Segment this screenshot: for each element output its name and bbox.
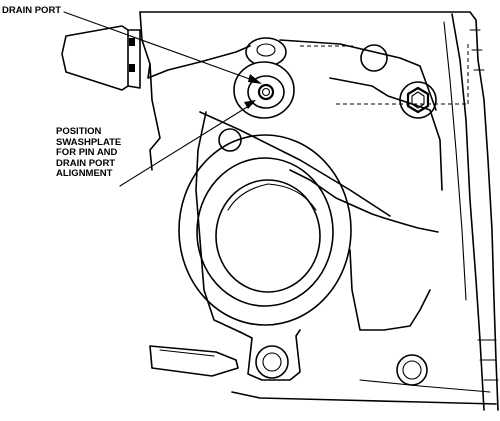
drain-port-hole bbox=[257, 83, 275, 101]
arm-pivot-boss bbox=[255, 345, 289, 379]
hex-plug-outer bbox=[399, 81, 437, 119]
mid-ledge bbox=[329, 77, 443, 191]
housing-outer-frame bbox=[139, 11, 499, 411]
drain-port-hole-inner bbox=[261, 87, 271, 97]
bore-flange-mid bbox=[196, 157, 334, 307]
callout-line: SWASHPLATE bbox=[56, 136, 122, 148]
drain-port-callout: DRAIN PORT bbox=[2, 5, 62, 16]
housing-diagonal bbox=[199, 111, 391, 217]
lower-body-right bbox=[349, 249, 431, 331]
callout-line: FOR PIN AND bbox=[56, 147, 118, 158]
housing-right-edge-line bbox=[443, 21, 467, 301]
upper-body-left bbox=[149, 63, 161, 171]
drain-port-ring bbox=[247, 75, 285, 109]
position-leader bbox=[119, 103, 253, 187]
housing-hatch-marks bbox=[469, 29, 499, 381]
lower-right-boss-inner bbox=[402, 360, 422, 380]
lower-right-boss bbox=[396, 354, 428, 386]
bore-inner-shadow bbox=[227, 183, 317, 211]
position-swashplate-callout: POSITION SWASHPLATE FOR PIN AND DRAIN PO… bbox=[56, 126, 122, 180]
bottom-rail bbox=[231, 391, 497, 405]
bore-opening bbox=[215, 179, 321, 293]
upper-ledge bbox=[279, 39, 437, 111]
lower-arm-body bbox=[239, 329, 301, 381]
shaft-notch-upper bbox=[129, 38, 135, 46]
hex-plug-socket-inner bbox=[411, 91, 425, 109]
position-leader-arrow bbox=[244, 100, 256, 109]
callout-line: POSITION bbox=[56, 126, 102, 137]
callout-line: ALIGNMENT bbox=[56, 168, 113, 179]
top-cover-outline bbox=[139, 11, 251, 79]
bottom-rail-inner bbox=[359, 379, 491, 393]
bore-flange-outer bbox=[178, 134, 352, 326]
shaft-nose bbox=[61, 25, 129, 91]
left-body-curve bbox=[195, 111, 241, 333]
shaft-notch-lower bbox=[129, 64, 135, 72]
swashplate-edge bbox=[289, 169, 439, 233]
left-side-boss bbox=[218, 128, 242, 152]
callout-line: DRAIN PORT bbox=[56, 157, 116, 169]
pin-boss-top-inner bbox=[256, 43, 276, 57]
shaft-collar bbox=[127, 29, 141, 89]
upper-right-boss bbox=[360, 44, 388, 72]
hex-plug-socket bbox=[406, 86, 430, 114]
lower-left-lug bbox=[149, 345, 239, 377]
drain-port-leader-arrow bbox=[248, 74, 262, 84]
arm-pivot-hole bbox=[262, 352, 282, 372]
drain-port-leader bbox=[63, 11, 259, 83]
lower-left-lug-shade bbox=[159, 349, 215, 357]
